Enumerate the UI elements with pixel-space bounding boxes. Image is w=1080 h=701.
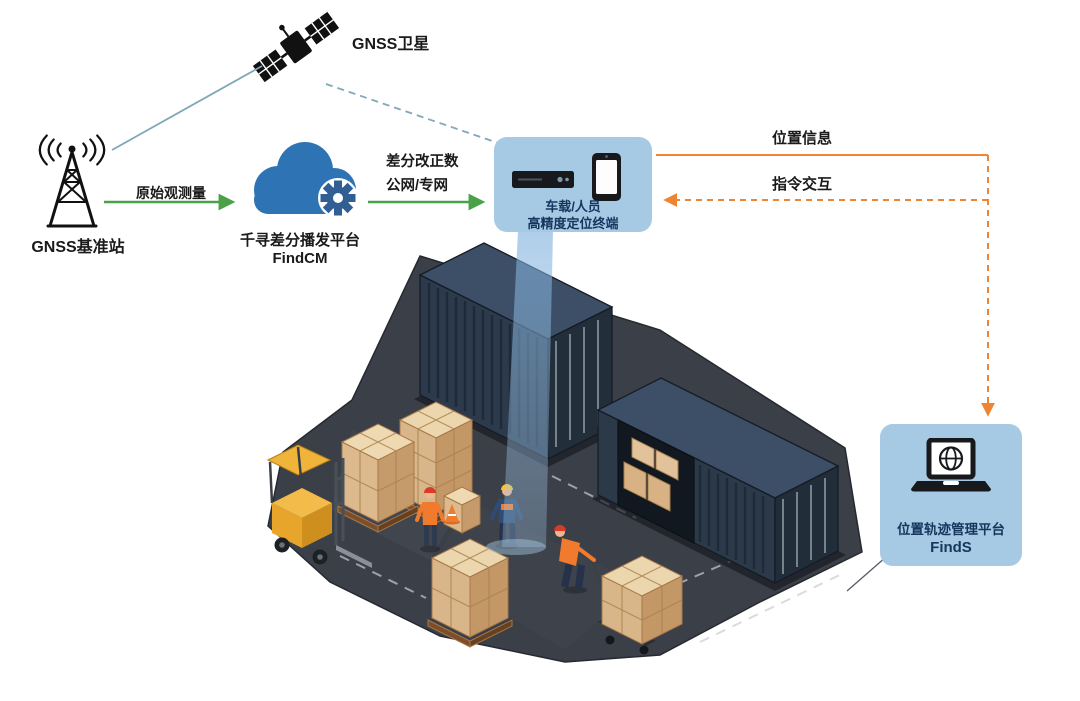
gear-icon (320, 180, 356, 216)
container-front (596, 377, 840, 585)
management-platform-product: FindS (930, 539, 972, 556)
receiver-and-phone-icon (512, 153, 621, 201)
platform-to-scene-line (846, 556, 887, 592)
positioning-beam (486, 231, 553, 555)
forklift (266, 444, 372, 568)
pallet-stack-right (600, 555, 684, 645)
raw-observation-label: 原始观测量 (136, 185, 206, 201)
pallet-stack-center (427, 538, 513, 648)
network-type-label: 公网/专网 (386, 178, 449, 194)
traffic-cone (444, 504, 460, 525)
radio-tower-icon (38, 134, 106, 228)
satellite-to-terminal-line (325, 83, 499, 144)
cloud-gear-icon (254, 142, 358, 218)
globe-icon (938, 446, 964, 471)
receiver-icon (512, 171, 574, 188)
terminal-label-line1: 车载/人员 (545, 199, 601, 214)
location-info-label: 位置信息 (771, 130, 832, 147)
pallet-stack-left (337, 423, 419, 533)
warehouse-scene (266, 242, 863, 663)
satellite-label: GNSS卫星 (352, 36, 430, 53)
cloud-platform-label: 千寻差分播发平台 (239, 232, 360, 249)
worker-pulling (554, 525, 596, 594)
terminal-label-line2: 高精度定位终端 (527, 216, 619, 231)
command-interaction-label: 指令交互 (771, 176, 832, 193)
connections (104, 65, 995, 592)
satellite-to-station-line (111, 65, 263, 151)
laptop-globe-icon (911, 438, 991, 492)
terminal-node: 车载/人员 高精度定位终端 (494, 137, 652, 232)
boxes-inside-container (623, 437, 679, 512)
management-platform-node: 位置轨迹管理平台 FindS (880, 424, 1022, 566)
worker-vest (415, 487, 445, 553)
single-box (442, 486, 482, 534)
smartphone-icon (592, 153, 621, 201)
cloud-platform-product: FindCM (272, 250, 328, 267)
management-platform-label: 位置轨迹管理平台 (897, 522, 1005, 537)
satellite-icon (252, 11, 340, 83)
base-station-label: GNSS基准站 (31, 239, 125, 256)
correction-data-label: 差分改正数 (386, 154, 459, 170)
